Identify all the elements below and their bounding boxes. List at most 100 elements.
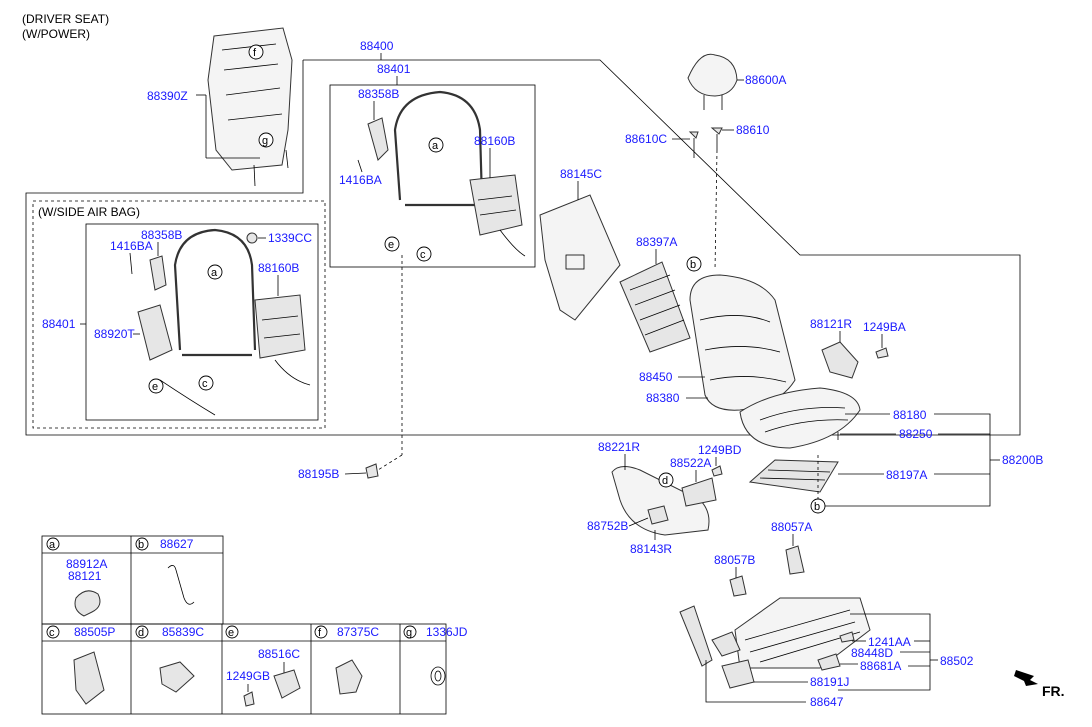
legend-c-letter: c — [49, 627, 55, 639]
bolt-88195B — [365, 463, 379, 479]
callout-c-left: c — [202, 378, 208, 390]
trim-88121R — [821, 341, 859, 379]
label-1339CC[interactable]: 1339CC — [268, 231, 312, 245]
callout-g-circle — [258, 132, 274, 148]
legend-d-part-1[interactable]: 85839C — [162, 625, 204, 639]
clip-87375C — [335, 659, 363, 695]
label-1249BA[interactable]: 1249BA — [863, 320, 906, 334]
label-88681A[interactable]: 88681A — [860, 659, 901, 673]
header-power: (W/POWER) — [22, 27, 90, 41]
legend-c-part-1[interactable]: 88505P — [74, 625, 115, 639]
screw-1249BA — [875, 347, 889, 359]
label-88400[interactable]: 88400 — [360, 39, 394, 53]
legend-b-letter: b — [138, 539, 144, 551]
pad-88145C — [539, 194, 621, 321]
legend-b-part-1[interactable]: 88627 — [160, 537, 194, 551]
legend-a-letter: a — [49, 539, 56, 551]
connector-88505P — [73, 651, 105, 705]
legend-e-letter: e — [228, 627, 234, 639]
callout-f-circle — [248, 44, 264, 60]
header-driver-seat: (DRIVER SEAT) — [22, 12, 109, 26]
callout-a-top: a — [432, 140, 439, 152]
seat-back-cushion-drawing: b — [686, 256, 796, 411]
legend-f-letter: f — [318, 627, 322, 639]
callout-g-label: g — [262, 135, 268, 147]
label-88191J[interactable]: 88191J — [810, 675, 849, 689]
callout-c-top: c — [420, 249, 426, 261]
label-88197A[interactable]: 88197A — [886, 468, 927, 482]
label-88160B-top[interactable]: 88160B — [474, 134, 515, 148]
legend-g-letter: g — [406, 627, 412, 639]
seat-back-cover-drawing: f g — [207, 27, 293, 187]
label-88121R[interactable]: 88121R — [810, 317, 852, 331]
label-1416BA-top[interactable]: 1416BA — [339, 173, 382, 187]
mat-88397A — [619, 261, 691, 353]
label-88057A[interactable]: 88057A — [771, 520, 812, 534]
bracket-88516C — [273, 669, 301, 699]
wire-88627 — [167, 565, 195, 605]
label-88180[interactable]: 88180 — [893, 408, 927, 422]
callout-b-bottom: b — [814, 501, 820, 513]
label-1416BA-left[interactable]: 1416BA — [110, 239, 153, 253]
callout-e-top: e — [388, 239, 394, 251]
legend-d-letter: d — [138, 627, 144, 639]
front-direction-label: FR. — [1042, 683, 1065, 699]
label-88380[interactable]: 88380 — [646, 391, 680, 405]
callout-f-label: f — [253, 47, 257, 59]
side-airbag-title: (W/SIDE AIR BAG) — [38, 205, 140, 219]
legend-e-part-2[interactable]: 1249GB — [226, 669, 270, 683]
side-shield-drawing: d — [611, 465, 723, 536]
seat-cushion-drawing — [739, 387, 861, 449]
label-88390Z[interactable]: 88390Z — [147, 89, 188, 103]
label-88250[interactable]: 88250 — [899, 427, 933, 441]
box-88401-left — [85, 223, 319, 421]
callout-d: d — [662, 475, 668, 487]
grommet-1336JD — [430, 666, 446, 686]
label-88200B[interactable]: 88200B — [1002, 453, 1043, 467]
legend-g-part-1[interactable]: 1336JD — [426, 625, 468, 639]
label-88752B[interactable]: 88752B — [587, 519, 628, 533]
label-88160B-left[interactable]: 88160B — [258, 261, 299, 275]
legend-e-part-1[interactable]: 88516C — [258, 647, 300, 661]
box-88401-top — [329, 84, 536, 268]
label-88397A[interactable]: 88397A — [636, 235, 677, 249]
legend-a-part-2[interactable]: 88121 — [68, 569, 102, 583]
seat-track-drawing — [679, 545, 871, 689]
front-arrow-icon — [1014, 670, 1038, 686]
label-88195B[interactable]: 88195B — [298, 467, 339, 481]
label-88448D[interactable]: 88448D — [851, 646, 893, 660]
label-1249BD[interactable]: 1249BD — [698, 443, 742, 457]
label-88358B-left[interactable]: 88358B — [141, 228, 182, 242]
label-88401-top[interactable]: 88401 — [377, 62, 411, 76]
label-88143R[interactable]: 88143R — [630, 542, 672, 556]
bolt-1249GB — [243, 691, 255, 707]
label-88450[interactable]: 88450 — [639, 370, 673, 384]
label-88221R[interactable]: 88221R — [598, 440, 640, 454]
legend-f-part-1[interactable]: 87375C — [337, 625, 379, 639]
label-88522A[interactable]: 88522A — [670, 456, 711, 470]
headrest-drawing — [687, 53, 738, 271]
label-88610[interactable]: 88610 — [736, 123, 770, 137]
label-1241AA[interactable]: 1241AA — [868, 635, 911, 649]
callout-a-left: a — [211, 267, 218, 279]
clip-88912A — [74, 590, 101, 617]
side-airbag-section — [32, 200, 326, 429]
label-88647[interactable]: 88647 — [810, 695, 844, 709]
label-88610C[interactable]: 88610C — [625, 132, 667, 146]
label-88057B[interactable]: 88057B — [714, 553, 755, 567]
legend-table — [41, 535, 447, 715]
callout-b-top: b — [690, 259, 696, 271]
callout-e-left: e — [152, 381, 158, 393]
label-88600A[interactable]: 88600A — [745, 73, 786, 87]
pad-88197A — [748, 459, 839, 493]
label-88145C[interactable]: 88145C — [560, 167, 602, 181]
label-88358B-top[interactable]: 88358B — [358, 87, 399, 101]
legend-a-part-1[interactable]: 88912A — [66, 557, 107, 571]
clip-85839C — [159, 661, 195, 693]
label-88502[interactable]: 88502 — [940, 654, 974, 668]
label-88401-left[interactable]: 88401 — [42, 317, 76, 331]
label-88920T[interactable]: 88920T — [94, 327, 135, 341]
seat-back-frame-airbag-drawing: a e c — [137, 228, 311, 416]
seat-back-frame-top-drawing: a e c — [367, 90, 526, 262]
